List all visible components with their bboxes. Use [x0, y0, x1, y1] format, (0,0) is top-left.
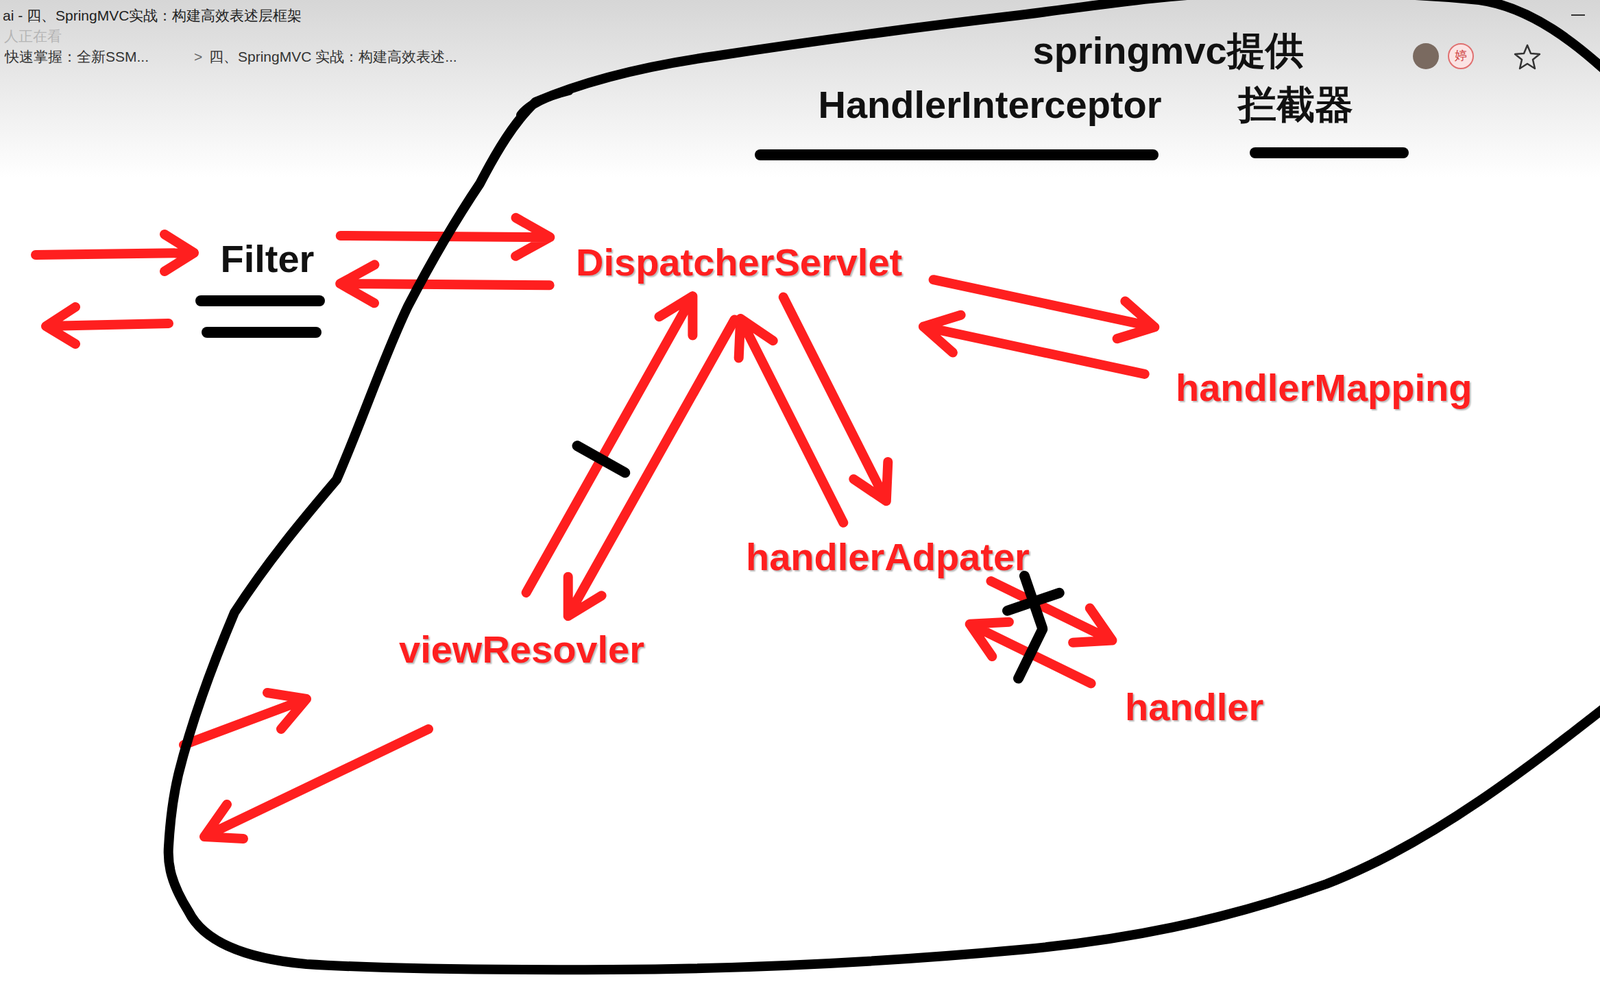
avatar-icon [1412, 43, 1439, 70]
heading-text: HandlerInterceptor [818, 83, 1162, 127]
badge-text-box: 婷 [1454, 49, 1468, 64]
component-label: handler [1124, 685, 1264, 730]
component-label-box: handlerMapping [1168, 361, 1479, 415]
springmvc-region: springmvc提供 HandlerInterceptor 拦截器 Dispatch… [161, 0, 1600, 977]
minimize-icon [1571, 14, 1585, 16]
flow-arrow [970, 622, 1092, 685]
component-label-box: viewResovler [392, 623, 652, 676]
component-label: viewResovler [398, 627, 645, 672]
flow-arrow [340, 264, 550, 303]
flow-arrow [933, 279, 1156, 339]
view-out-arrow [204, 729, 429, 840]
heading-text: springmvc提供 [1033, 29, 1304, 72]
breadcrumb-box: 快速掌握：全新SSM... [4, 48, 149, 65]
breadcrumb-separator-box: > [194, 48, 203, 65]
flow-arrow [783, 297, 889, 502]
heading-underline [760, 149, 1154, 161]
interceptor-mark [577, 446, 626, 474]
component-label-box: handlerAdpater [738, 531, 1037, 584]
viewer-count-box: 人正在看 [4, 28, 62, 44]
filter-bar [207, 326, 317, 338]
breadcrumb: 快速掌握：全新SSM... [4, 48, 149, 65]
heading-text: 拦截器 [1238, 83, 1354, 127]
response-out-arrow [45, 307, 169, 345]
heading-text-box: 拦截器 [1238, 83, 1354, 127]
component-label: DispatcherServlet [575, 240, 903, 285]
interceptor-mark [1007, 575, 1060, 628]
flow-arrow [923, 315, 1145, 375]
window-title: ai - 四、SpringMVC实战：构建高效表述层框架 [2, 7, 302, 24]
interceptor-mark [1018, 629, 1043, 679]
badge-ring [1448, 43, 1474, 69]
heading-text-box: HandlerInterceptor [818, 83, 1162, 127]
component-label-box: handler [1118, 681, 1271, 734]
heading-text-box: springmvc提供 [1033, 29, 1304, 72]
window-title-box: ai - 四、SpringMVC实战：构建高效表述层框架 [2, 7, 302, 24]
component-label: handlerMapping [1175, 366, 1472, 410]
viewer-count: 人正在看 [4, 28, 62, 44]
breadcrumb-separator: > [194, 48, 203, 65]
component-label: handlerAdpater [745, 535, 1030, 580]
filter-label: Filter [220, 237, 315, 282]
filter-label-box: Filter [213, 233, 322, 286]
flow-arrow [526, 296, 694, 593]
breadcrumb: 四、SpringMVC 实战：构建高效表述... [209, 48, 458, 65]
flow-arrow [738, 318, 844, 524]
request-in-arrow [35, 234, 195, 272]
heading-underline [1255, 147, 1404, 159]
badge-text: 婷 [1454, 49, 1468, 64]
breadcrumb-box: 四、SpringMVC 实战：构建高效表述... [209, 48, 458, 65]
region-outline-path [168, 0, 1600, 971]
browser-bar [0, 0, 1600, 179]
component-label-box: DispatcherServlet [568, 236, 909, 289]
star-icon [1514, 45, 1540, 69]
region-outline [161, 0, 1600, 977]
filter-bar [200, 295, 320, 307]
